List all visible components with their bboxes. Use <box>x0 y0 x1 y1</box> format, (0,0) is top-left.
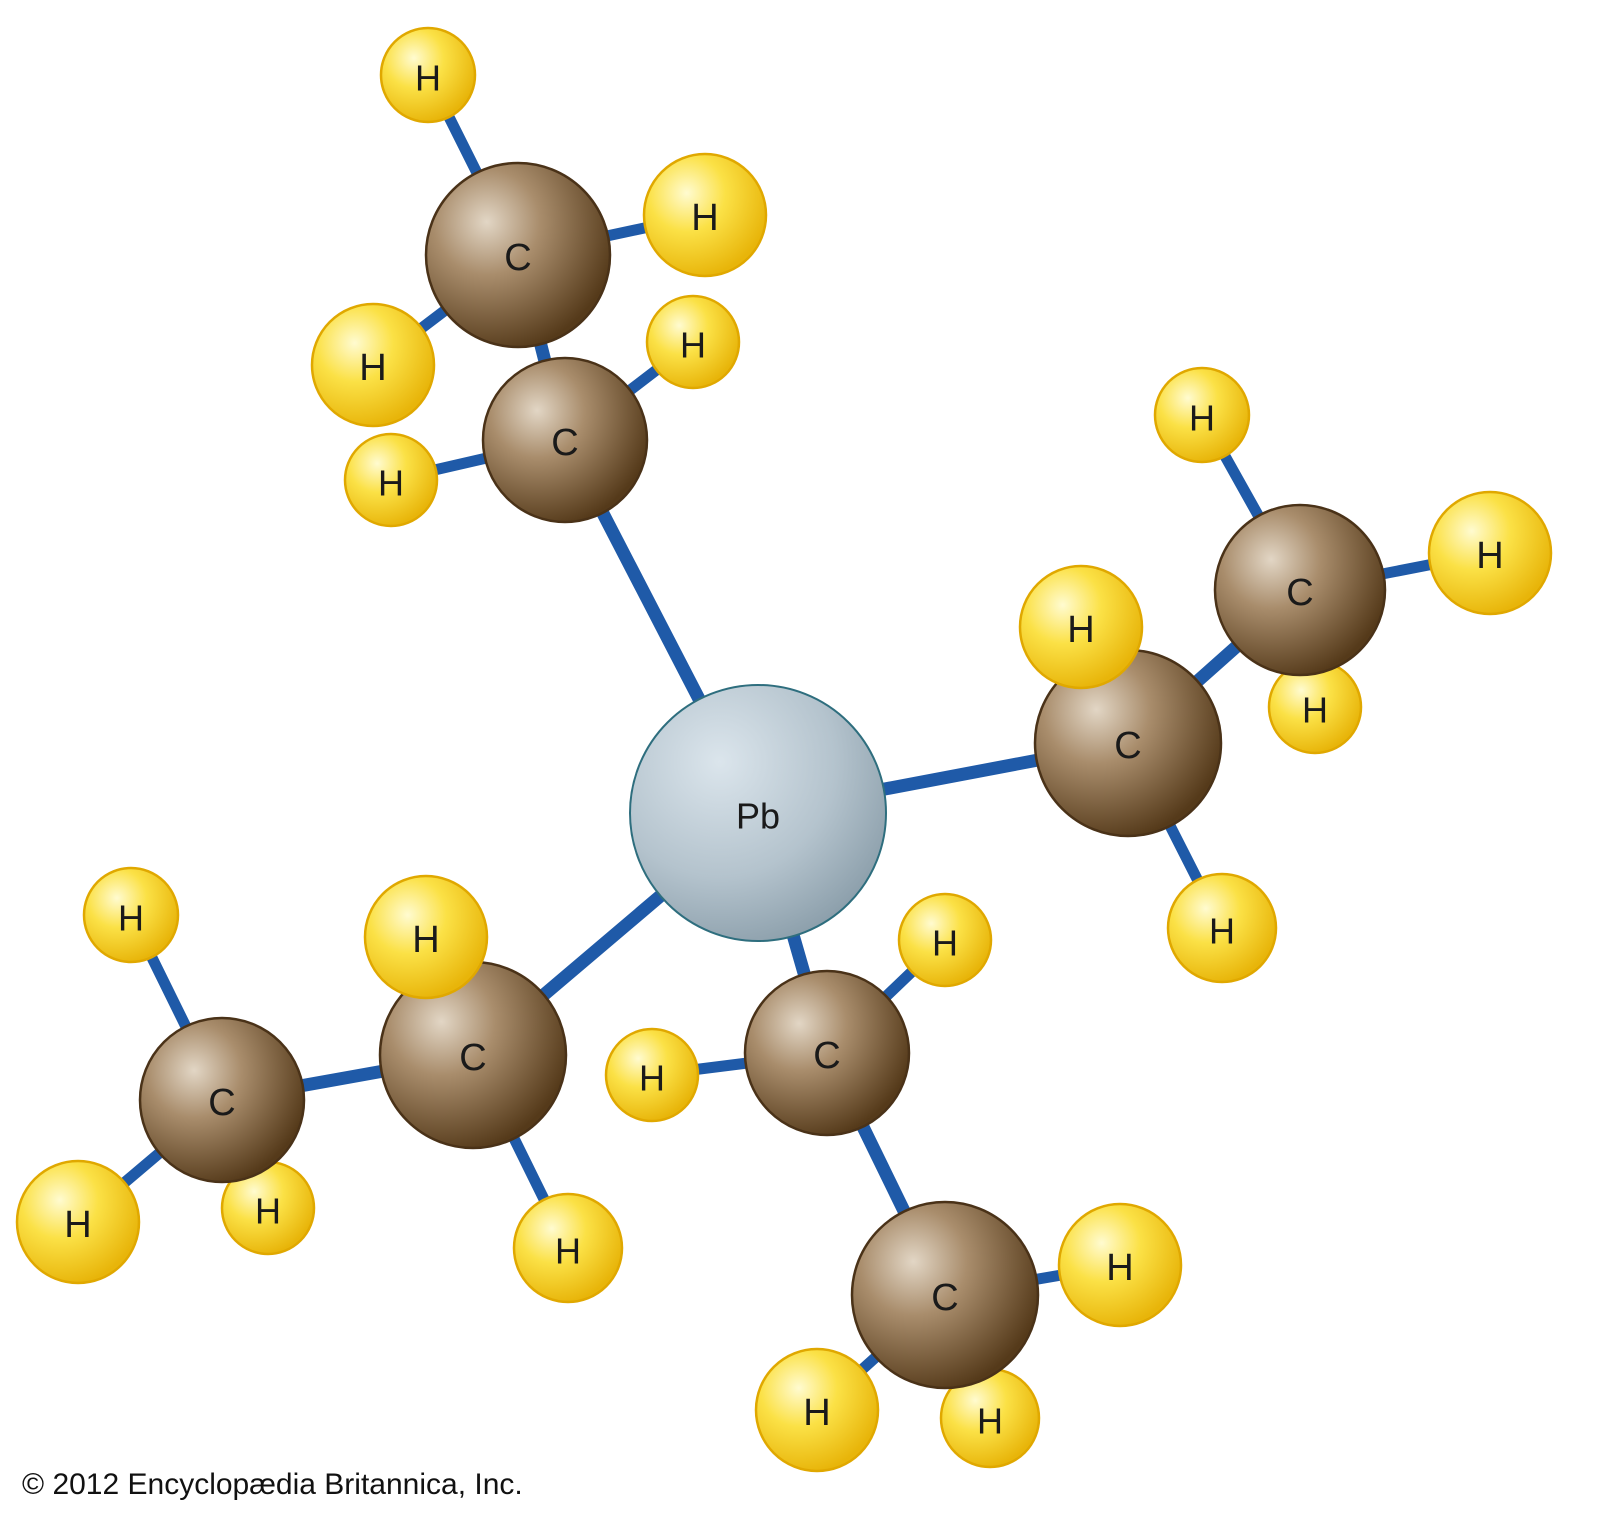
hydrogen-atom: H <box>379 26 477 124</box>
atom-label: H <box>64 1204 91 1246</box>
hydrogen-atom: H <box>310 302 436 428</box>
hydrogen-atom: H <box>1018 564 1144 690</box>
copyright-credit: © 2012 Encyclopædia Britannica, Inc. <box>22 1468 523 1501</box>
atom-label: Pb <box>736 796 780 837</box>
atom-label: H <box>1209 911 1235 952</box>
hydrogen-atom: H <box>897 892 993 988</box>
carbon-atom: C <box>378 960 568 1150</box>
atom-label: C <box>504 237 531 279</box>
atom-label: H <box>412 919 439 961</box>
atom-label: H <box>255 1191 281 1232</box>
atom-label: H <box>1302 690 1328 731</box>
carbon-atom: C <box>424 161 612 349</box>
hydrogen-atom: H <box>82 866 180 964</box>
atom-label: H <box>415 58 441 99</box>
atom-label: H <box>378 463 404 504</box>
hydrogen-atom: H <box>604 1027 700 1123</box>
atom-label: C <box>813 1035 840 1077</box>
hydrogen-atom: H <box>1166 872 1278 984</box>
atom-label: C <box>208 1082 235 1124</box>
hydrogen-atom: H <box>645 294 741 390</box>
atom-label: H <box>639 1058 665 1099</box>
atom-label: H <box>680 325 706 366</box>
atom-label: C <box>1286 572 1313 614</box>
atom-label: C <box>931 1277 958 1319</box>
hydrogen-atom: H <box>512 1192 624 1304</box>
atom-label: H <box>977 1401 1003 1442</box>
atom-label: H <box>1476 535 1503 577</box>
carbon-atom: C <box>138 1016 306 1184</box>
atom-label: H <box>555 1231 581 1272</box>
atom-label: H <box>1067 609 1094 651</box>
hydrogen-atom: H <box>1153 366 1251 464</box>
hydrogen-atom: H <box>343 432 439 528</box>
hydrogen-atom: H <box>1427 490 1553 616</box>
carbon-atom: C <box>743 969 911 1137</box>
atom-label: C <box>459 1037 486 1079</box>
atom-label: C <box>551 422 578 464</box>
hydrogen-atom: H <box>1057 1202 1183 1328</box>
hydrogen-atom: H <box>15 1159 141 1285</box>
lead-atom: Pb <box>629 684 887 942</box>
atom-label: H <box>691 197 718 239</box>
atom-label: H <box>359 347 386 389</box>
atom-label: H <box>118 898 144 939</box>
hydrogen-atom: H <box>220 1160 316 1256</box>
carbon-atom: C <box>481 356 649 524</box>
atom-label: H <box>932 923 958 964</box>
hydrogen-atom: H <box>363 874 489 1000</box>
hydrogen-atom: H <box>754 1347 880 1473</box>
atom-label: H <box>1189 398 1215 439</box>
carbon-atom: C <box>850 1200 1040 1390</box>
atom-label: H <box>803 1392 830 1434</box>
atom-label: H <box>1106 1247 1133 1289</box>
atom-label: C <box>1114 725 1141 767</box>
carbon-atom: C <box>1213 503 1387 677</box>
hydrogen-atom: H <box>1267 659 1363 755</box>
hydrogen-atom: H <box>642 152 768 278</box>
